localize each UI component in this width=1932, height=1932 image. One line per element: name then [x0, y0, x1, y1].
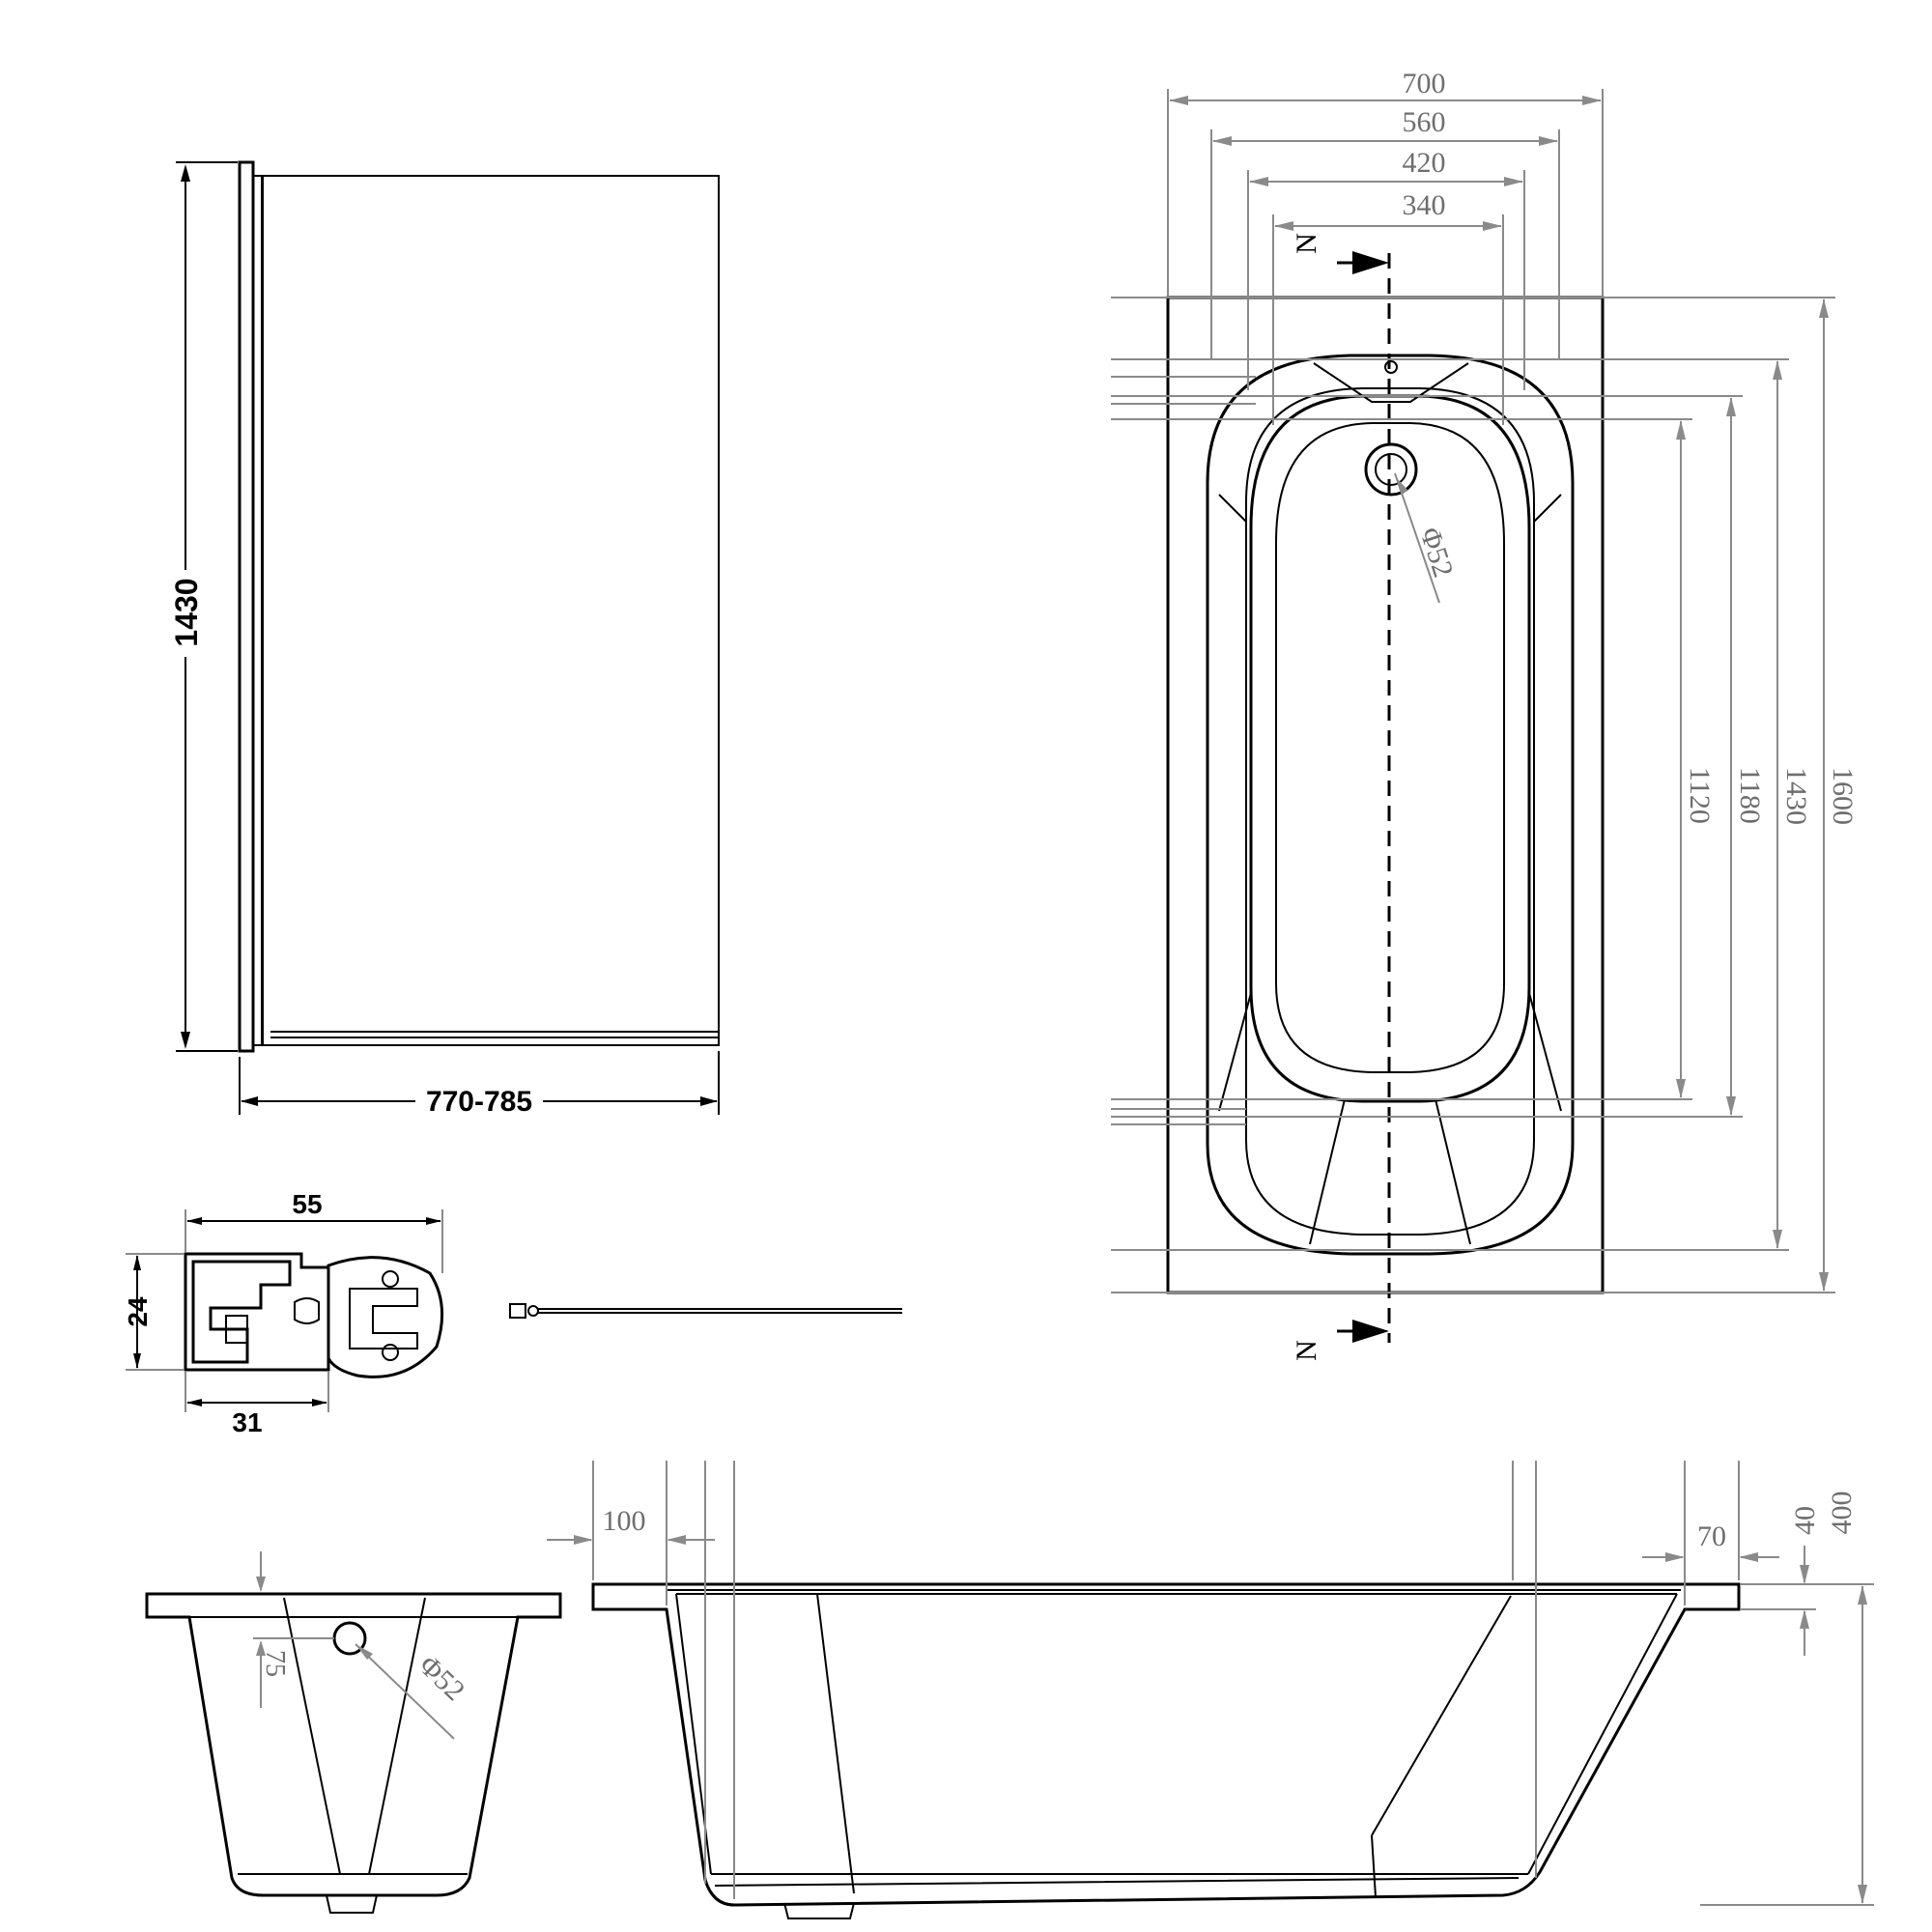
bath-inner-ledge [1245, 387, 1535, 1236]
end-view-body [145, 1592, 562, 1897]
side-view-rim-label: 100 [603, 1505, 646, 1537]
plan-length-1430: 1430 [1780, 767, 1812, 825]
side-view-height-label: 400 [1826, 1492, 1858, 1535]
shower-screen-view: 1430 770-785 [164, 160, 720, 1118]
plan-length-dims: 1600 1430 1180 1120 [1111, 297, 1859, 1293]
end-view-depth-label: 75 [260, 1650, 290, 1677]
side-view-end-rim-label: 70 [1697, 1520, 1726, 1552]
section-label-bottom: N [1291, 1340, 1322, 1361]
screen-glass-panel [262, 175, 720, 1046]
plan-length-1600: 1600 [1827, 767, 1859, 825]
screen-hinge-profile [238, 160, 255, 1053]
waste-outlet [1364, 442, 1418, 497]
plan-width-560: 560 [1403, 106, 1446, 138]
profile-glass-slot [349, 1288, 418, 1350]
plan-width-340: 340 [1403, 189, 1446, 221]
end-view-waste-trap [326, 1894, 378, 1914]
plan-length-1120: 1120 [1684, 767, 1716, 824]
plan-width-dims: 700 560 420 340 [1167, 68, 1604, 425]
plan-length-1180: 1180 [1734, 767, 1766, 824]
plan-width-700: 700 [1403, 68, 1446, 99]
bath-rim-outline [1166, 296, 1605, 1294]
side-view-body [591, 1582, 1741, 1907]
profile-width-label: 55 [292, 1189, 322, 1219]
bath-basin-upper [1249, 394, 1531, 1103]
side-view-lip-label: 40 [1789, 1506, 1821, 1535]
bath-outer-bowl [1206, 354, 1575, 1256]
bath-plan-view: Φ52 N N 700 560 420 [1111, 68, 1859, 1361]
profile-section-view: 55 24 31 [123, 1189, 444, 1437]
screen-height-label: 1430 [169, 578, 204, 646]
profile-height-label: 24 [123, 1296, 153, 1327]
side-view-waste-trap [783, 1902, 855, 1919]
overflow-outlet [1384, 360, 1398, 374]
profile-wall-channel [184, 1252, 330, 1372]
profile-base-label: 31 [232, 1407, 262, 1437]
plan-width-420: 420 [1403, 147, 1446, 179]
section-arrow-top [1352, 251, 1389, 274]
section-arrow-bottom [1352, 1320, 1389, 1343]
end-view-waste-label: Φ52 [412, 1649, 470, 1707]
bath-side-view: 100 70 40 400 [547, 1461, 1874, 1919]
screen-width-label: 770-785 [426, 1086, 532, 1118]
section-label-top: N [1291, 233, 1322, 254]
seal-strip-view [509, 1303, 902, 1319]
bath-end-view: 75 Φ52 [145, 1551, 562, 1914]
plan-waste-label: Φ52 [1413, 524, 1459, 582]
profile-hinge-barrel [327, 1256, 444, 1378]
bath-basin-floor [1275, 422, 1505, 1073]
